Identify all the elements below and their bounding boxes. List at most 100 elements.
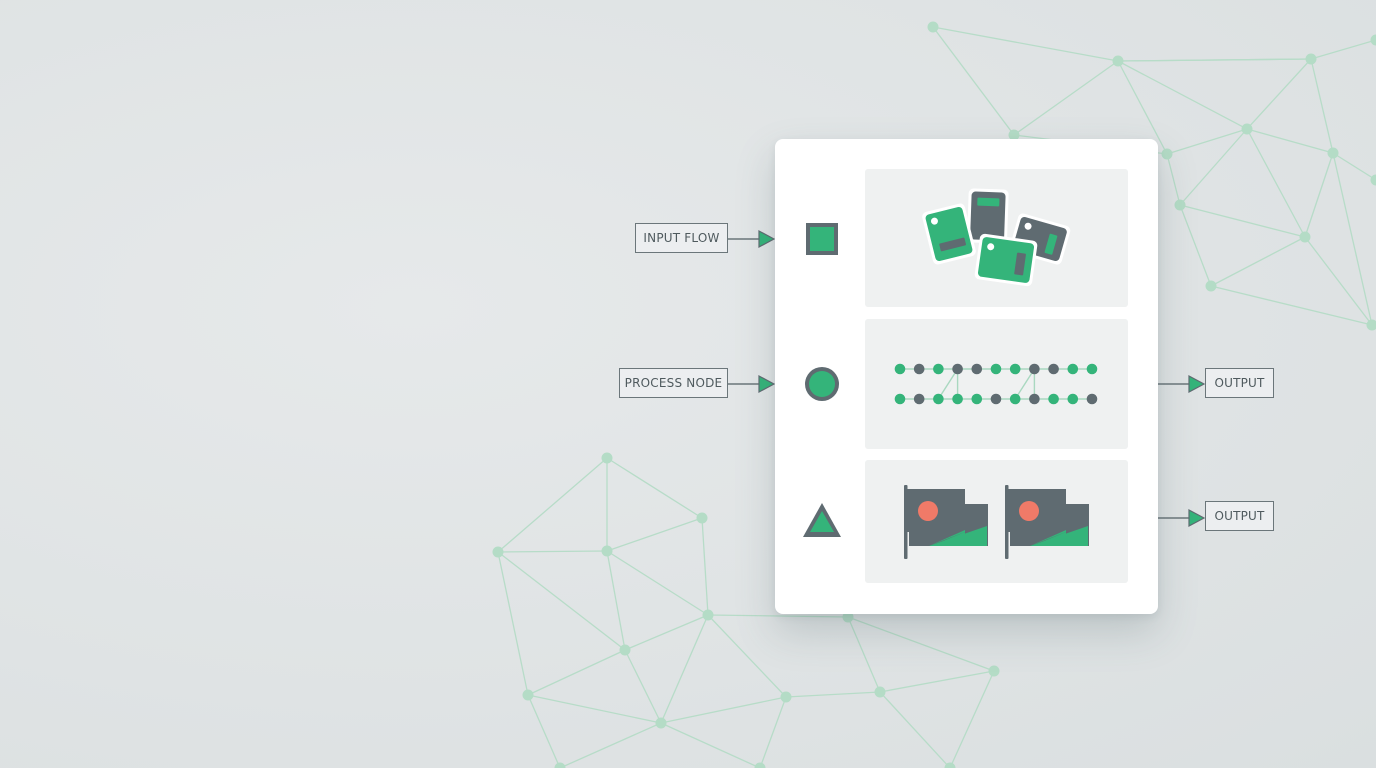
chain-dot [1067, 363, 1079, 375]
network-edge [527, 649, 626, 696]
chain-dot [894, 363, 906, 375]
network-node [601, 452, 613, 464]
network-node [619, 644, 631, 656]
output-arrow-2 [1158, 509, 1206, 527]
network-node [780, 691, 792, 703]
network-edge [1246, 128, 1306, 238]
network-edge [1304, 236, 1373, 326]
network-edge [660, 614, 709, 724]
chain-dot [990, 393, 1002, 405]
network-edge [1179, 204, 1212, 287]
chain-dot [1048, 363, 1059, 375]
network-edge [606, 517, 703, 552]
network-edge [879, 691, 951, 768]
network-node [655, 717, 667, 729]
output-arrow-1 [1158, 375, 1206, 393]
network-node [554, 762, 566, 768]
network-edge [707, 614, 787, 698]
network-edge [1117, 60, 1248, 130]
network-edge [660, 696, 787, 724]
network-edge [606, 550, 709, 616]
network-node [601, 545, 613, 557]
process-node-label: PROCESS NODE [619, 368, 728, 398]
chain-dot [1029, 363, 1040, 375]
chain-dot [933, 363, 944, 375]
network-node [522, 689, 534, 701]
chain-dot [1086, 393, 1098, 405]
network-edge [1117, 58, 1312, 62]
cards-panel [865, 169, 1128, 307]
network-node [1327, 147, 1339, 159]
network-node [1305, 53, 1317, 65]
network-edge [932, 26, 1015, 136]
network-edge [606, 550, 626, 651]
network-edge [660, 722, 761, 768]
network-edge [701, 517, 709, 616]
chain-dot [952, 363, 963, 375]
network-edge [1310, 58, 1334, 154]
network-node [1366, 319, 1376, 331]
network-edge [1166, 153, 1181, 206]
scattered-cards-illustration [922, 188, 1071, 287]
network-node [702, 609, 714, 621]
network-edge [1332, 152, 1376, 181]
flag-1 [904, 485, 988, 559]
output-label-1: OUTPUT [1205, 368, 1274, 398]
network-edge [606, 457, 703, 519]
input-flow-arrow [727, 230, 775, 248]
network-edge [1166, 128, 1248, 155]
chain-dot [913, 363, 925, 375]
network-edge [624, 649, 662, 724]
network-edge [1310, 39, 1376, 60]
flags-illustration [904, 485, 1089, 559]
chain-dot [971, 363, 983, 375]
chain-dot [894, 393, 906, 405]
network-node [1370, 34, 1376, 46]
chain-dot [933, 393, 944, 405]
chain-dot [952, 393, 963, 405]
network-edge [1013, 60, 1119, 136]
dots-panel [865, 319, 1128, 449]
chain-dot [1029, 393, 1040, 405]
triangle-shape-icon [803, 503, 841, 537]
network-node [874, 686, 886, 698]
network-edge [624, 614, 709, 651]
dot-chains-illustration [894, 363, 1098, 405]
network-edge [497, 457, 608, 553]
flags-panel [865, 460, 1128, 583]
network-edge [1246, 128, 1334, 154]
network-edge [847, 616, 881, 693]
chain-dot [971, 393, 983, 405]
network-node [842, 611, 854, 623]
network-edge [949, 670, 995, 768]
network-edge [1246, 58, 1312, 130]
square-shape-icon [806, 223, 838, 255]
network-edge [1210, 236, 1306, 287]
network-edge [759, 696, 787, 768]
network-node [1008, 129, 1020, 141]
network-node [1161, 148, 1173, 160]
network-node [988, 665, 1000, 677]
network-edge [559, 722, 662, 768]
network-edge [785, 691, 881, 698]
network-node [1370, 174, 1376, 186]
network-edge [497, 551, 529, 696]
network-edge [1332, 152, 1373, 326]
input-flow-label: INPUT FLOW [635, 223, 728, 253]
network-node [944, 762, 956, 768]
circle-shape-icon [805, 367, 839, 401]
network-edge [847, 616, 995, 672]
network-edge [497, 551, 626, 651]
network-edge [527, 694, 561, 768]
network-edge [497, 550, 608, 553]
chain-dot [913, 393, 925, 405]
network-edge [1179, 128, 1248, 206]
network-edge [527, 694, 662, 724]
chain-dot [1048, 393, 1059, 405]
network-node [696, 512, 708, 524]
network-edge [1304, 152, 1334, 238]
chain-dot [1086, 363, 1098, 375]
network-edge [932, 26, 1119, 62]
network-node [1241, 123, 1253, 135]
